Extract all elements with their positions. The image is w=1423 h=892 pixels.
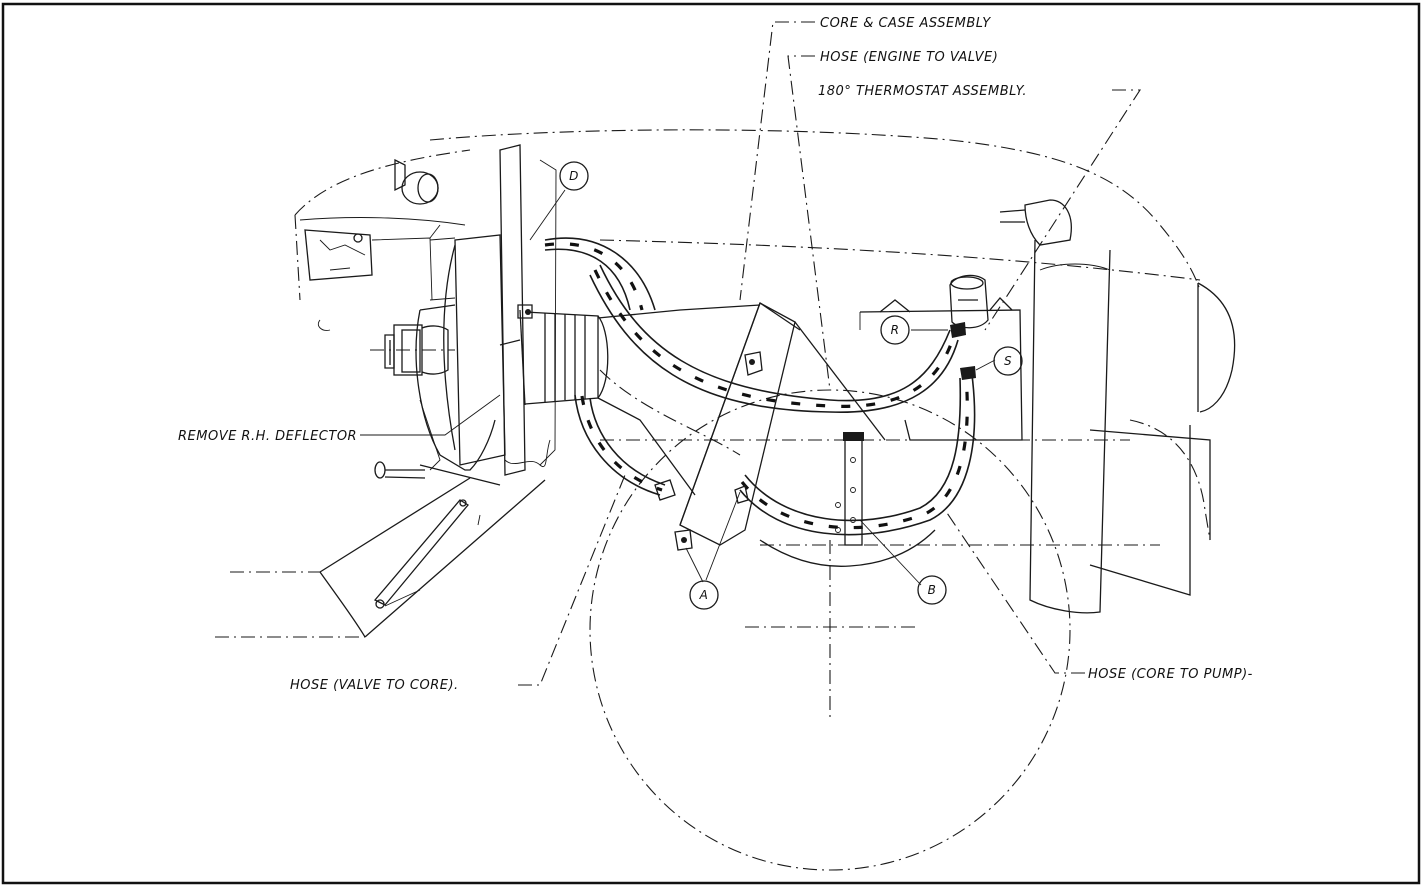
label-core-case-assembly: CORE & CASE ASSEMBLY [820,16,991,31]
callout-s-label: S [1004,354,1012,368]
car-body-outline [294,129,1236,614]
callout-a: A [689,580,719,610]
callout-r-label: R [891,323,900,337]
hoses [544,237,976,536]
label-hose-valve-to-core: HOSE (VALVE TO CORE). [290,678,459,693]
label-thermostat-assembly: 180° THERMOSTAT ASSEMBLY. [818,84,1027,99]
callout-d: D [559,161,589,191]
callout-b: B [917,575,947,605]
front-wheel [589,389,1071,871]
label-remove-rh-deflector: REMOVE R.H. DEFLECTOR [178,429,357,444]
callout-b-label: B [928,583,937,597]
core-case-assembly [599,302,886,551]
callout-a-label: A [699,588,709,602]
callout-s: S [993,346,1023,376]
callout-r: R [880,315,910,345]
heater-duct [499,304,761,496]
chassis-rail [215,477,546,638]
label-hose-core-to-pump: HOSE (CORE TO PUMP)- [1088,667,1253,682]
label-hose-engine-to-valve: HOSE (ENGINE TO VALVE) [820,50,998,65]
firewall-assembly [304,144,557,486]
callout-d-label: D [569,169,579,183]
bracket-b [835,432,864,546]
engine-thermostat [859,274,1023,441]
leader-lines [360,21,1142,686]
